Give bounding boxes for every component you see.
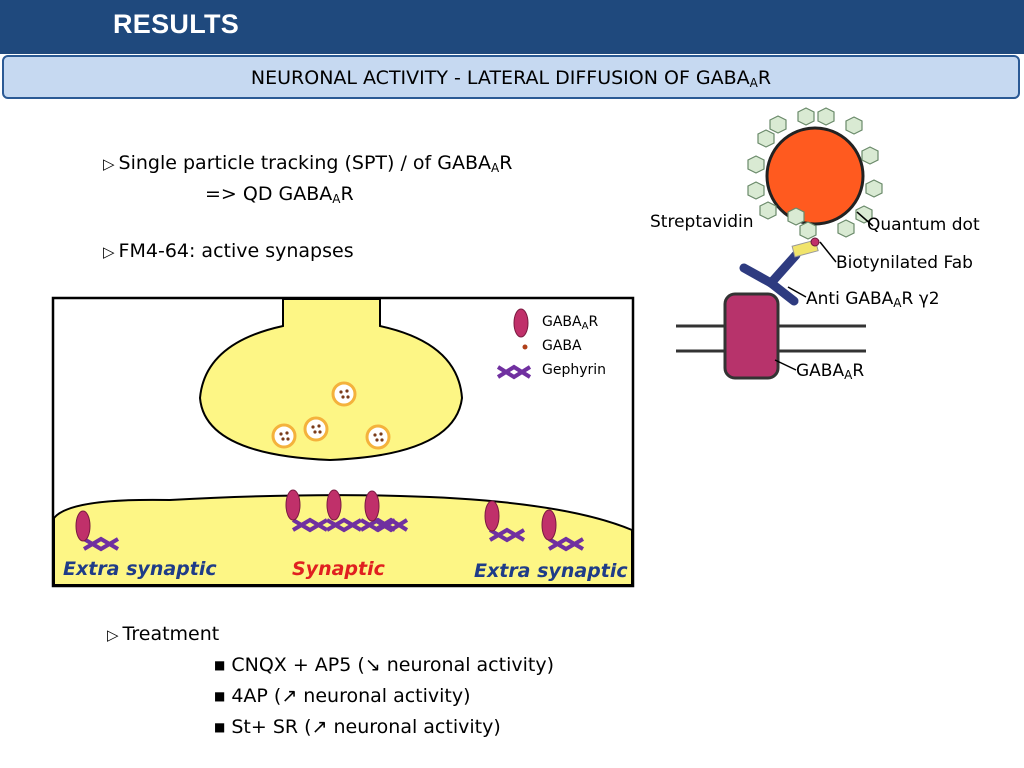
bullet-qd: => QD GABAAR: [205, 183, 354, 206]
extrasynaptic-left-label: Extra synaptic: [63, 558, 217, 580]
biotin-icon: [810, 237, 820, 247]
triangle-bullet-icon: ▷: [103, 155, 115, 173]
vesicle: [271, 423, 297, 449]
triangle-bullet-icon: ▷: [103, 243, 115, 261]
vesicle: [365, 424, 391, 450]
quantum-dot-label: Quantum dot: [867, 215, 980, 235]
legend-receptor-label: GABAAR: [542, 314, 599, 332]
bullet-fm: ▷FM4-64: active synapses: [103, 240, 354, 262]
streptavidin-label: Streptavidin: [650, 212, 754, 232]
subtitle-bar: NEURONAL ACTIVITY - LATERAL DIFFUSION OF…: [2, 55, 1020, 99]
gabaa-receptor-label: GABAAR: [796, 361, 865, 382]
antibody-icon: [739, 250, 801, 306]
extrasynaptic-right-label: Extra synaptic: [474, 560, 628, 582]
vesicle: [303, 416, 329, 442]
gabaa-receptor-shape: [723, 292, 780, 380]
header-bar: [0, 0, 1024, 54]
gephyrin-icon: [82, 517, 585, 552]
presynaptic-terminal: [198, 298, 464, 462]
antibody-label: Anti GABAAR γ2: [806, 289, 940, 310]
legend-gaba-icon: [522, 344, 528, 350]
square-bullet-icon: ■: [214, 689, 226, 703]
triangle-bullet-icon: ▷: [107, 626, 119, 644]
square-bullet-icon: ■: [214, 720, 226, 734]
gabaa-receptor-icon: [75, 489, 557, 542]
legend-gephyrin-icon: [496, 364, 532, 380]
bullet-treatment: ▷Treatment: [107, 623, 220, 645]
bullet-spt: ▷Single particle tracking (SPT) / of GAB…: [103, 152, 513, 175]
leader-lines: [774, 211, 874, 371]
vesicle: [331, 381, 357, 407]
treatment-item: ■St+ SR (↗ neuronal activity): [214, 716, 501, 738]
treatment-item: ■CNQX + AP5 (↘ neuronal activity): [214, 654, 554, 676]
slide-title: RESULTS: [113, 9, 240, 39]
subtitle-text: NEURONAL ACTIVITY - LATERAL DIFFUSION OF…: [250, 67, 772, 90]
synaptic-label: Synaptic: [292, 558, 385, 580]
square-bullet-icon: ■: [214, 658, 226, 672]
treatment-item: ■4AP (↗ neuronal activity): [214, 685, 471, 707]
quantum-dot-icon: [765, 126, 865, 226]
legend-gephyrin-label: Gephyrin: [542, 362, 607, 378]
legend-gaba-label: GABA: [542, 338, 582, 354]
legend-receptor-icon: [513, 308, 529, 338]
fab-label: Biotynilated Fab: [836, 253, 973, 273]
streptavidin-icon: [747, 107, 883, 240]
